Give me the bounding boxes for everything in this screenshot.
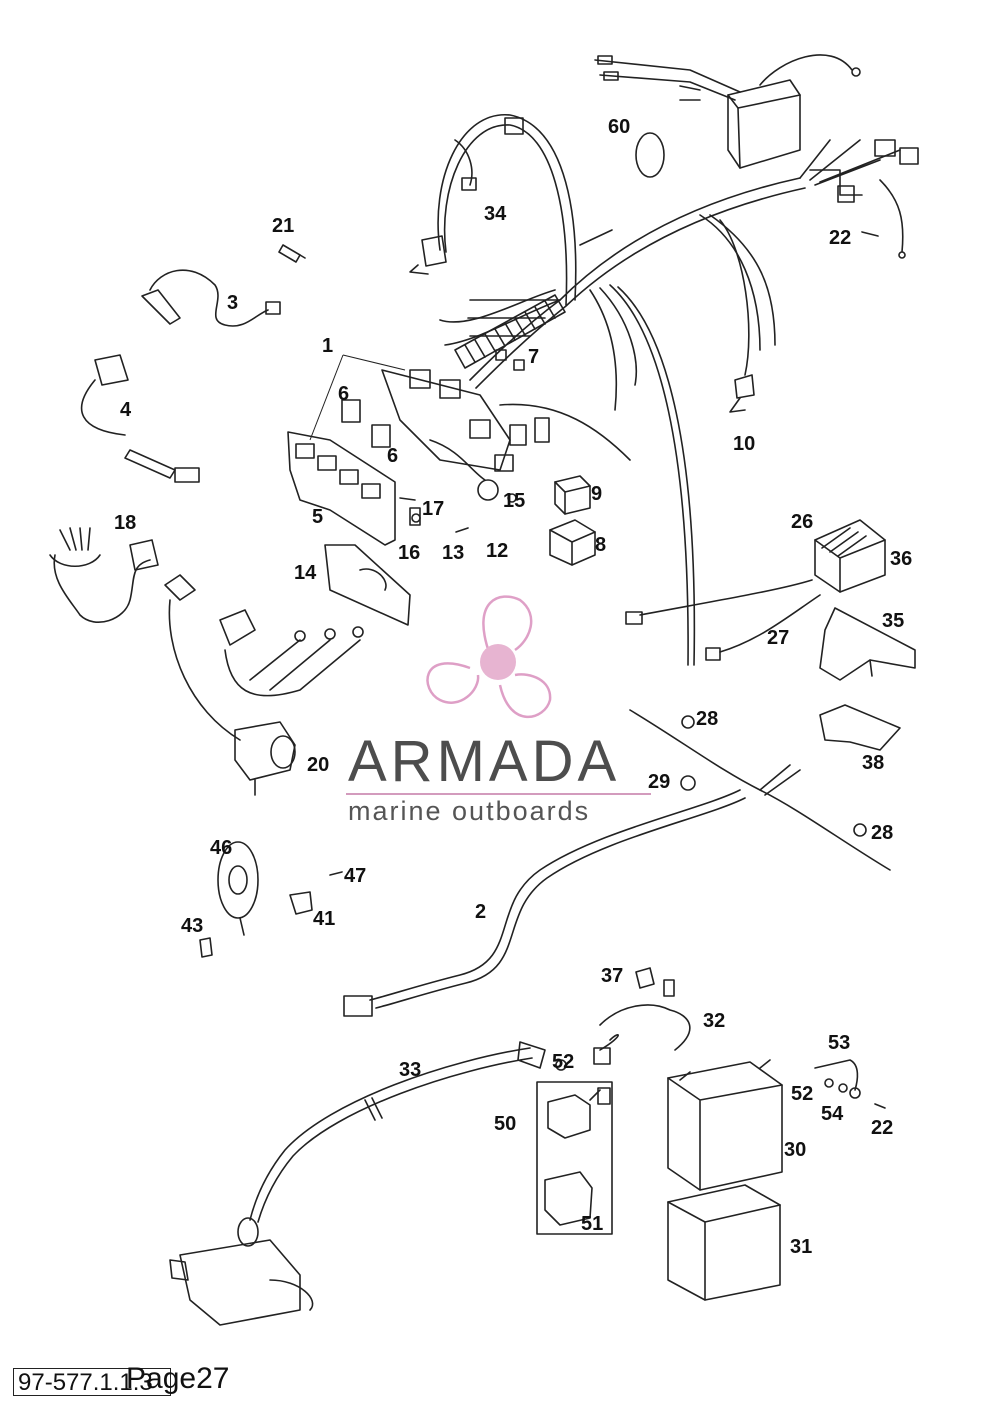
callout-10: 10 [733,433,756,455]
callout-6a: 6 [338,383,350,405]
callout-38: 38 [862,752,885,774]
callout-2: 2 [475,901,487,923]
callout-12: 12 [486,540,509,562]
callout-5: 5 [312,506,324,528]
callout-41: 41 [313,908,336,930]
callout-14: 14 [294,562,317,584]
callout-3: 3 [227,292,239,314]
bracket-35 [819,607,916,681]
clamp-60 [635,132,665,178]
callout-26: 26 [791,511,814,533]
callout-8: 8 [595,534,607,556]
callout-29: 29 [648,771,671,793]
watermark-brand: ARMADA [348,729,621,794]
callout-20: 20 [307,754,330,776]
callout-28-upper: 28 [696,708,719,730]
small-hardware [399,479,517,533]
watermark-rule [346,793,651,795]
harness-2 [343,709,891,1017]
callout-52-right: 52 [791,1083,814,1105]
callout-60: 60 [608,116,631,138]
upper-loop-harness [409,114,613,306]
junction-cluster-1 [381,349,550,481]
main-harness [439,139,919,389]
fuse-plate-5 [287,399,396,546]
callout-33: 33 [399,1059,422,1081]
callout-22-top: 22 [829,227,852,249]
callout-37: 37 [601,965,624,987]
part-4 [80,354,200,483]
cable-33 [237,1041,546,1247]
relay-9 [554,475,591,515]
starter-relay-box [536,1059,613,1235]
regulator-36 [625,519,886,661]
callout-28-lower: 28 [871,822,894,844]
callout-32: 32 [703,1010,726,1032]
callout-47: 47 [344,865,367,887]
callout-36: 36 [890,548,913,570]
callout-6b: 6 [387,445,399,467]
plate-38 [819,704,901,751]
horn-46 [199,841,343,958]
corrugated-sleeve [454,294,566,369]
callout-1: 1 [322,335,334,357]
callout-34: 34 [484,203,507,225]
lambda-sensor-3 [141,269,281,327]
callout-52-left: 52 [552,1051,575,1073]
battery-box-31 [667,1184,781,1301]
callout-15: 15 [503,490,526,512]
callout-7: 7 [528,346,540,368]
branch-wires [499,214,776,666]
document-number: 97-577.1.1.3 [13,1368,171,1396]
watermark-tagline: marine outboards [348,796,591,826]
callout-54: 54 [821,1103,844,1125]
callout-27: 27 [767,627,790,649]
callout-13: 13 [442,542,465,564]
battery-30 [667,1059,783,1191]
cdi-unit [594,54,861,169]
sensor-21 [278,244,306,263]
callout-16: 16 [398,542,421,564]
cable-32 [593,967,691,1065]
page-label: Page27 [126,1362,230,1395]
starter-motor [169,1239,314,1326]
callout-46: 46 [210,837,233,859]
callout-53: 53 [828,1032,851,1054]
relay-8 [549,519,596,566]
callout-43: 43 [181,915,204,937]
callout-50: 50 [494,1113,517,1135]
ground-cable-53 [814,231,886,1109]
callout-35: 35 [882,610,905,632]
callout-17: 17 [422,498,445,520]
part-18 [49,527,159,624]
callout-22-bottom: 22 [871,1117,894,1139]
callout-30: 30 [784,1139,807,1161]
switch-20 [164,574,364,796]
callout-21: 21 [272,215,295,237]
callout-18: 18 [114,512,137,534]
callout-9: 9 [591,483,603,505]
bracket-14 [324,544,411,626]
callout-4: 4 [120,399,132,421]
propeller-logo [426,595,552,719]
callout-51: 51 [581,1213,604,1235]
callout-31: 31 [790,1236,813,1258]
